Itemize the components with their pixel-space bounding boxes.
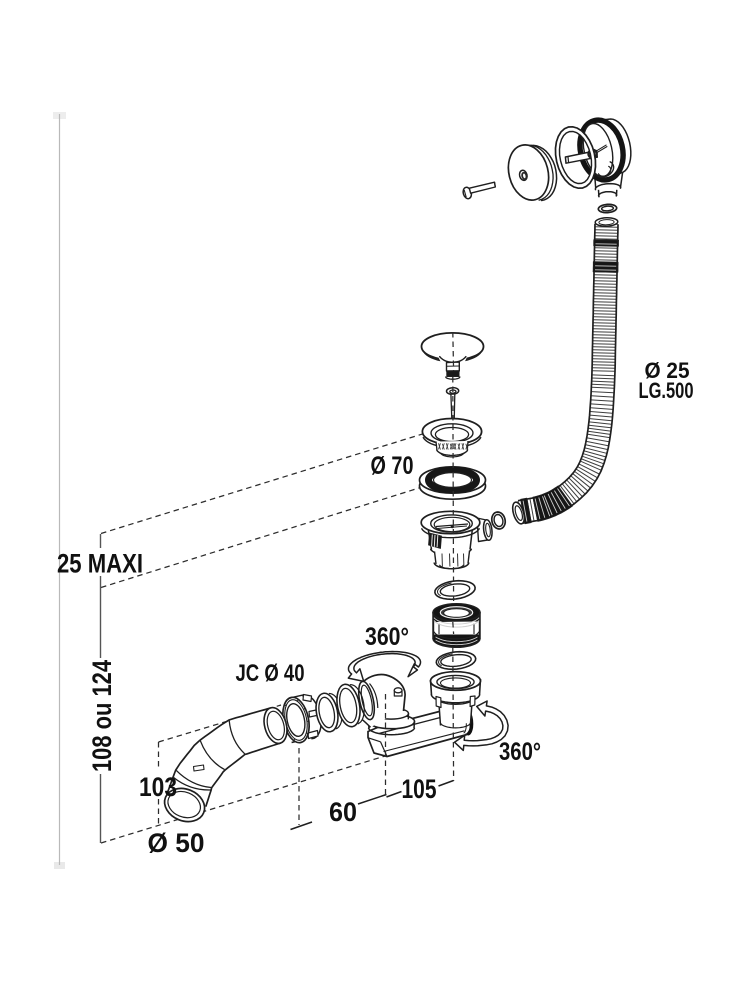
dimension-labels: 25 MAXI 108 ou 124 103 Ø 50 JC Ø 40 360°… (57, 358, 694, 858)
label-360-left: 360° (365, 623, 409, 651)
dim-line-105 (386, 779, 454, 798)
seal-ring (418, 465, 487, 501)
label-60: 60 (329, 797, 357, 827)
rotation-arrow-right (453, 700, 509, 752)
trap-elbow (357, 673, 406, 728)
drain-flange (421, 417, 483, 458)
overflow-ring (554, 125, 597, 190)
trap-o-ring (435, 650, 477, 671)
label-108-ou-124: 108 ou 124 (87, 660, 117, 772)
frame-line (53, 112, 66, 869)
overflow-screw (462, 181, 496, 200)
drain-tee (420, 510, 493, 570)
label-o50: Ø 50 (148, 828, 205, 858)
trap-cone-seal (315, 692, 343, 733)
label-o70: Ø 70 (371, 452, 414, 480)
outlet-pipe (163, 707, 282, 823)
overflow-cover-plate (507, 144, 558, 202)
trap-flat-seal (336, 683, 365, 728)
hose-o-ring (490, 511, 507, 530)
projection-line-bottom (100, 755, 386, 844)
label-o25: Ø 25 (645, 358, 690, 383)
dim-line-60 (290, 748, 387, 831)
outlet-pipe-mouth (263, 706, 288, 745)
collar-nut (432, 602, 481, 649)
label-lg500: LG.500 (639, 378, 694, 403)
tee-o-ring (434, 579, 476, 601)
flexible-hose (511, 217, 619, 525)
trap-swivel-nut (282, 693, 322, 744)
label-360-right: 360° (499, 738, 541, 766)
trap-outlet-socket (429, 670, 482, 729)
label-105: 105 (402, 774, 437, 804)
label-25-maxi: 25 MAXI (57, 549, 143, 579)
centerline-drain (452, 331, 455, 782)
overflow-o-ring (597, 203, 618, 214)
projection-line-seal (100, 487, 420, 589)
rotation-arrow-left (347, 650, 422, 683)
label-103: 103 (139, 772, 177, 802)
label-jc-o40: JC Ø 40 (236, 660, 305, 687)
